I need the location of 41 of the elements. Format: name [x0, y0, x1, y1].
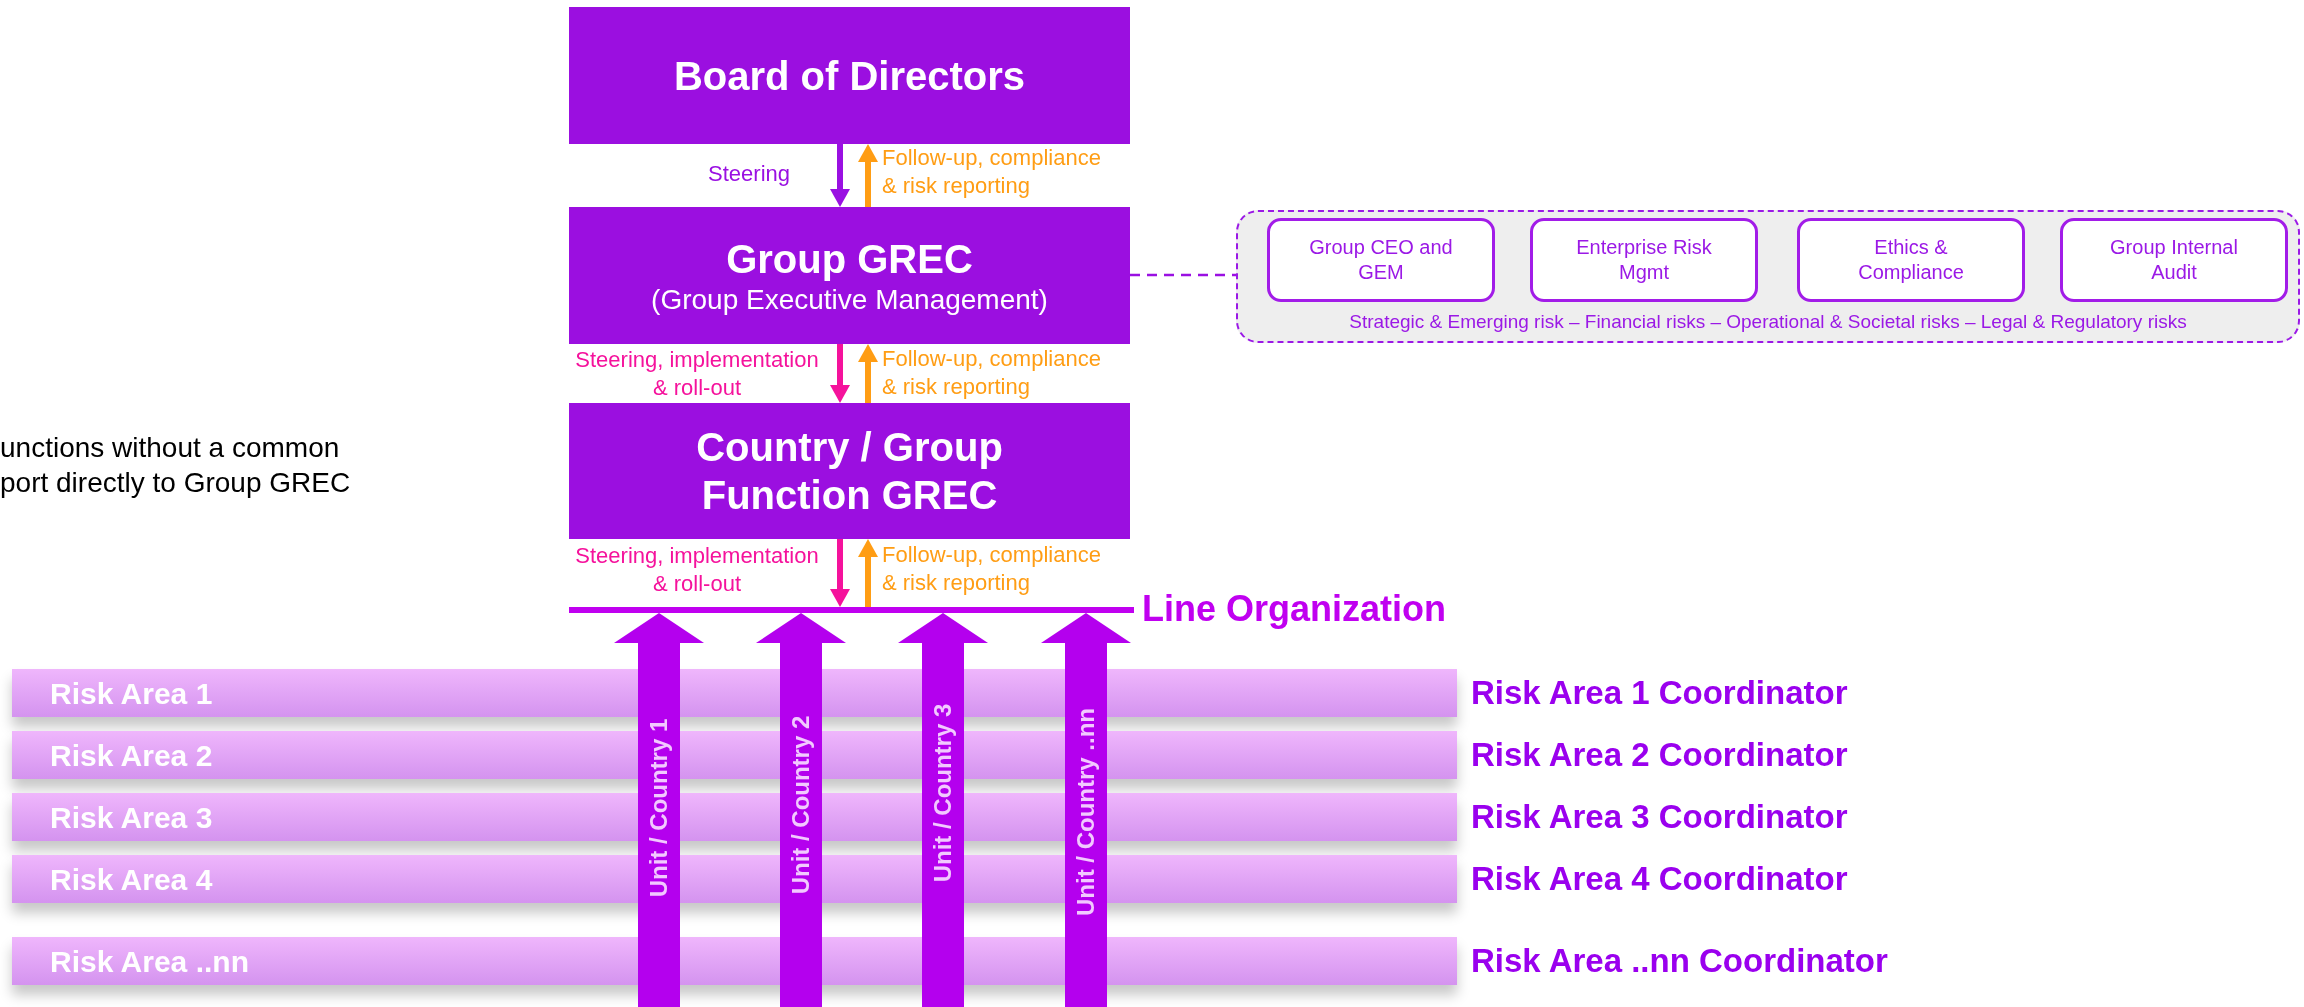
coordinator-label: Risk Area 3 Coordinator	[1471, 797, 1848, 838]
note-text: unctions without a common port directly to Group GREC	[0, 431, 352, 500]
arrow	[858, 144, 878, 207]
block-arrow	[756, 613, 846, 1007]
process-box	[569, 207, 1130, 344]
line-bar	[569, 607, 1134, 613]
rounded-box: Enterprise Risk Mgmt	[1530, 218, 1758, 302]
band-label: Risk Area 2	[50, 737, 213, 774]
bar-label: Line Organization	[1142, 591, 1446, 627]
coordinator-label: Risk Area ..nn Coordinator	[1471, 941, 1888, 982]
arrow	[830, 144, 850, 207]
band-label: Risk Area ..nn	[50, 943, 249, 980]
dashed-connector	[1130, 273, 1236, 277]
arrow-label: Unit / Country 3	[928, 702, 957, 885]
arrow-label: Unit / Country 1	[644, 717, 673, 900]
rounded-box: Group CEO and GEM	[1267, 218, 1495, 302]
block-arrow	[1041, 613, 1131, 1007]
arrow-label: Unit / Country ..nn	[1071, 707, 1100, 918]
block-arrow	[898, 613, 988, 1007]
box-title: Group GREC	[726, 235, 973, 283]
arrow	[858, 539, 878, 607]
coordinator-label: Risk Area 4 Coordinator	[1471, 859, 1848, 900]
arrow	[830, 539, 850, 607]
process-box	[569, 7, 1130, 144]
coordinator-label: Risk Area 1 Coordinator	[1471, 673, 1848, 714]
process-box	[569, 403, 1130, 539]
box-title: Board of Directors	[673, 52, 1026, 100]
box-title: Country / Group Function GREC	[695, 424, 1004, 519]
rounded-box: Ethics & Compliance	[1797, 218, 2025, 302]
panel-caption: Strategic & Emerging risk – Financial risks – Operational & Societal risks – Legal & Regulatory risks	[1348, 310, 2188, 334]
arrow-label: Unit / Country 2	[786, 714, 815, 897]
arrow	[830, 344, 850, 403]
arrow	[858, 344, 878, 403]
coordinator-label: Risk Area 2 Coordinator	[1471, 735, 1848, 776]
band-label: Risk Area 4	[50, 861, 213, 898]
rounded-box: Group Internal Audit	[2060, 218, 2288, 302]
band-label: Risk Area 1	[50, 675, 213, 712]
band-label: Risk Area 3	[50, 799, 213, 836]
block-arrow	[614, 613, 704, 1007]
box-subtitle: (Group Executive Management)	[651, 282, 1048, 317]
dashed-group-panel	[1236, 210, 2300, 343]
